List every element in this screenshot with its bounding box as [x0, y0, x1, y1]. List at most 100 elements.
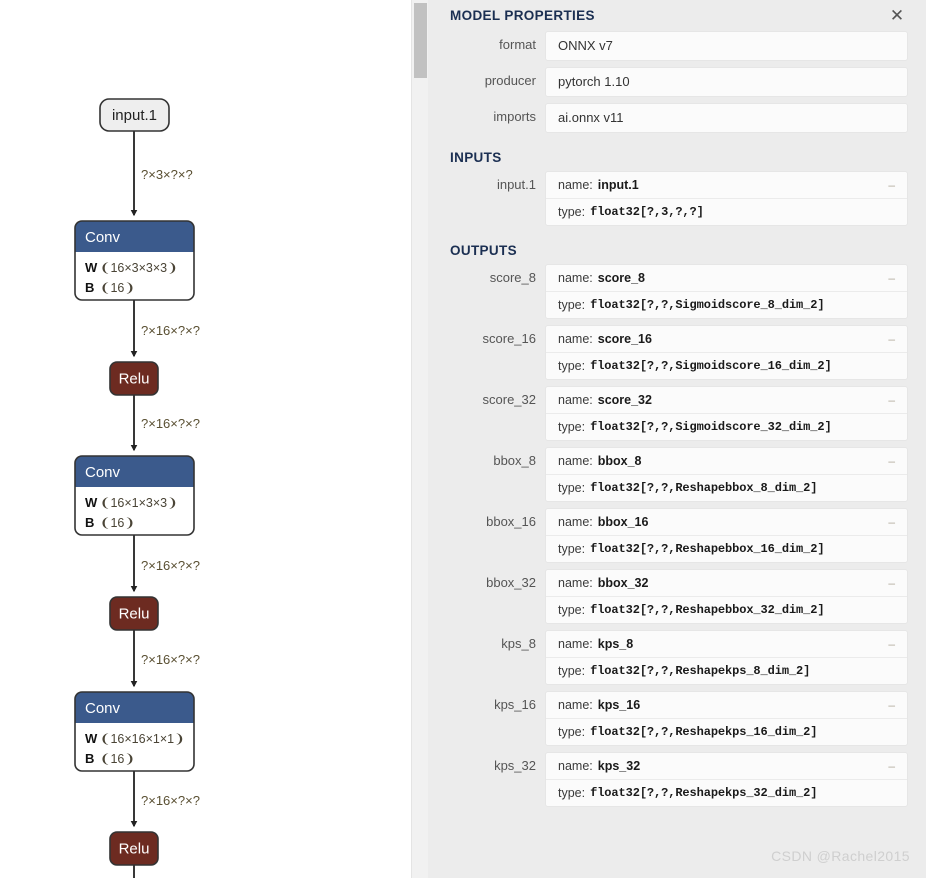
graph-edge: ?×16×?×?	[130, 300, 200, 358]
property-value-box[interactable]: ai.onnx v11	[545, 103, 908, 133]
argument-type-line: type:float32[?,?,Sigmoidscore_32_dim_2]	[546, 413, 907, 440]
property-value-box[interactable]: pytorch 1.10	[545, 67, 908, 97]
argument-name: bbox_8	[597, 454, 642, 468]
argument-type-line: type:float32[?,?,Reshapekps_32_dim_2]	[546, 779, 907, 806]
argument-type: float32[?,?,Sigmoidscore_8_dim_2]	[590, 298, 825, 312]
argument-value-box[interactable]: name:score_8– type: float32[?,?,Sigmoidsco…	[545, 264, 908, 319]
argument-name-line: name:score_16–	[546, 326, 907, 352]
argument-value-box[interactable]: name:bbox_32– type: float32[?,?,Reshapebbo…	[545, 569, 908, 624]
type-key-label: type:	[558, 298, 586, 312]
argument-name-line: name:kps_16–	[546, 692, 907, 718]
graph-node-relu1[interactable]: Relu	[109, 361, 159, 396]
name-key-label: name:	[558, 759, 593, 773]
property-label: imports	[493, 109, 536, 124]
edge-label: ?×16×?×?	[141, 558, 200, 573]
argument-name: bbox_16	[597, 515, 649, 529]
property-value: pytorch 1.10	[558, 74, 630, 89]
argument-name-line: name:input.1–	[546, 172, 907, 198]
argument-value-box[interactable]: name:kps_16–type:float32[?,?,Reshapekps_…	[545, 691, 908, 746]
name-key-label: name:	[558, 178, 593, 192]
model-graph-canvas[interactable]: ?×3×?×??×16×?×??×16×?×??×16×?×??×16×?×??…	[0, 0, 411, 878]
property-value: ONNX v7	[558, 38, 613, 53]
argument-name-line: name:kps_32–	[546, 753, 907, 779]
row-dash: –	[888, 637, 895, 651]
argument-type-line: type:float32[?,?,Reshapebbox_16_dim_2]	[546, 535, 907, 562]
graph-nodes[interactable]: input.1ConvW❨16×3×3×3❩B❨16❩ReluConvW❨16×…	[74, 98, 195, 866]
argument-type-line: type:float32[?,?,Reshapekps_8_dim_2]	[546, 657, 907, 684]
node-attr-value: ❨16×1×3×3❩	[100, 496, 178, 510]
close-icon[interactable]: ✕	[889, 5, 905, 25]
watermark: CSDN @Rachel2015	[771, 848, 910, 864]
properties-panel-header: MODEL PROPERTIES ✕	[428, 0, 926, 31]
row-dash: –	[888, 576, 895, 590]
output-row: bbox_32 name:bbox_32– type: float32[?,?,Res…	[428, 569, 926, 624]
property-value: ai.onnx v11	[558, 110, 624, 125]
argument-value-box[interactable]: name:bbox_8– type: float32[?,?,Reshapebbox…	[545, 447, 908, 502]
edge-label: ?×16×?×?	[141, 416, 200, 431]
argument-name-line: name:bbox_32–	[546, 570, 907, 596]
argument-value-box[interactable]: name:kps_32–type:float32[?,?,Reshapekps_…	[545, 752, 908, 807]
property-value-box[interactable]: ONNX v7	[545, 31, 908, 61]
graph-edge: ?×16×?×?	[130, 771, 200, 828]
output-label: score_32	[482, 392, 536, 407]
type-key-label: type:	[558, 542, 586, 556]
row-dash: –	[888, 271, 895, 285]
node-attr-key: W	[85, 731, 98, 746]
output-label: bbox_32	[486, 575, 536, 590]
argument-name-line: name:kps_8–	[546, 631, 907, 657]
argument-type: float32[?,?,Reshapekps_32_dim_2]	[590, 786, 818, 800]
node-label: input.1	[112, 107, 157, 124]
argument-name-line: name:score_32–	[546, 387, 907, 413]
name-key-label: name:	[558, 271, 593, 285]
node-attr-key: W	[85, 260, 98, 275]
node-attr-value: ❨16×3×3×3❩	[100, 261, 178, 275]
graph-edges: ?×3×?×??×16×?×??×16×?×??×16×?×??×16×?×??…	[130, 131, 200, 878]
argument-type: float32[?,?,Reshapebbox_8_dim_2]	[590, 481, 818, 495]
argument-name-line: name:score_8–	[546, 265, 907, 291]
inputs-section-heading: INPUTS	[450, 150, 502, 165]
argument-value-box[interactable]: name:kps_8–type:float32[?,?,Reshapekps_8…	[545, 630, 908, 685]
argument-value-box[interactable]: name:bbox_16–type:float32[?,?,Reshapebbo…	[545, 508, 908, 563]
node-attr-value: ❨16❩	[100, 281, 135, 295]
argument-value-box[interactable]: name:score_32–type:float32[?,?,Sigmoidsc…	[545, 386, 908, 441]
output-row: score_8 name:score_8– type: float32[?,?,Sig…	[428, 264, 926, 319]
type-key-label: type:	[558, 359, 586, 373]
row-dash: –	[888, 515, 895, 529]
graph-node-relu2[interactable]: Relu	[109, 596, 159, 631]
argument-type-line: type: float32[?,?,Reshapebbox_8_dim_2]	[546, 474, 907, 501]
argument-type-line: type:float32[?,3,?,?]	[546, 198, 907, 225]
node-op-title: Conv	[85, 229, 121, 246]
type-key-label: type:	[558, 481, 586, 495]
row-dash: –	[888, 332, 895, 346]
properties-scrollbar-thumb[interactable]	[414, 3, 427, 78]
node-op-title: Conv	[85, 464, 121, 481]
graph-svg: ?×3×?×??×16×?×??×16×?×??×16×?×??×16×?×??…	[74, 98, 200, 878]
outputs-section-heading: OUTPUTS	[450, 243, 517, 258]
argument-type: float32[?,?,Reshapekps_16_dim_2]	[590, 725, 818, 739]
argument-name-line: name:bbox_8–	[546, 448, 907, 474]
graph-node-relu3[interactable]: Relu	[109, 831, 159, 866]
output-label: kps_32	[494, 758, 536, 773]
argument-name: score_32	[597, 393, 652, 407]
output-label: score_8	[489, 270, 536, 285]
properties-scrollbar[interactable]	[411, 0, 428, 878]
argument-type: float32[?,?,Reshapebbox_32_dim_2]	[590, 603, 825, 617]
type-key-label: type:	[558, 603, 586, 617]
edge-label: ?×16×?×?	[141, 652, 200, 667]
graph-node-input1[interactable]: input.1	[99, 98, 170, 132]
argument-value-box[interactable]: name:input.1–type:float32[?,3,?,?]	[545, 171, 908, 226]
edge-label: ?×16×?×?	[141, 323, 200, 338]
argument-type-line: type: float32[?,?,Sigmoidscore_8_dim_2]	[546, 291, 907, 318]
argument-value-box[interactable]: name:score_16–type:float32[?,?,Sigmoidsc…	[545, 325, 908, 380]
